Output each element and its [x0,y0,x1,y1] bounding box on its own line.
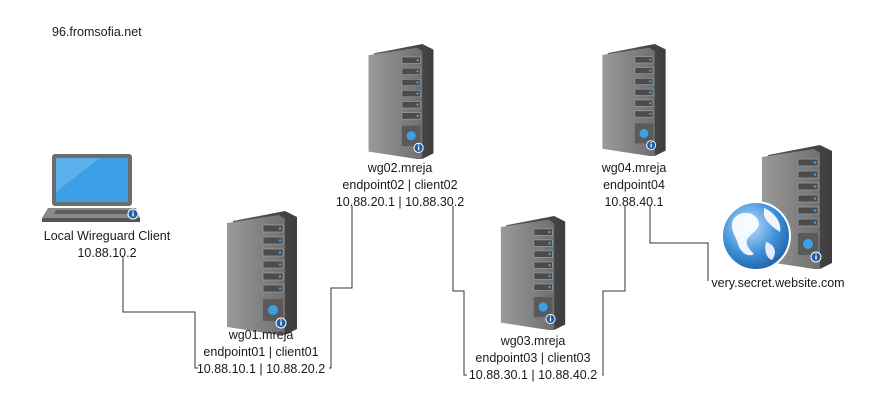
wg01-role: endpoint01 | client01 [203,345,319,359]
server-icon-wg03 [500,216,566,330]
wg03-label: wg03.mreja endpoint03 | client03 10.88.3… [458,333,608,384]
website-label: very.secret.website.com [700,275,856,292]
link-wg01-wg02 [329,206,353,369]
laptop-icon [42,154,140,222]
website-domain: very.secret.website.com [711,276,845,290]
wg02-role: endpoint02 | client02 [342,178,458,192]
link-wg04-website [649,206,709,281]
wg02-label: wg02.mreja endpoint02 | client02 10.88.2… [325,160,475,211]
diagram-title: 96.fromsofia.net [52,25,142,39]
link-wg02-wg03 [452,206,467,376]
client-ip: 10.88.10.2 [77,246,137,260]
server-icon-wg01 [226,211,298,335]
wg04-label: wg04.mreja endpoint04 10.88.40.1 [564,160,704,211]
wg01-ips: 10.88.10.1 | 10.88.20.2 [196,362,326,376]
wg01-name: wg01.mreja [228,328,294,342]
client-label: Local Wireguard Client 10.88.10.2 [22,228,192,262]
wg03-role: endpoint03 | client03 [475,351,591,365]
wg04-role: endpoint04 [603,178,665,192]
wg03-name: wg03.mreja [500,334,566,348]
server-icon-wg02 [368,44,434,159]
wg04-name: wg04.mreja [601,161,667,175]
wg02-name: wg02.mreja [367,161,433,175]
client-name: Local Wireguard Client [43,229,171,243]
wg02-ips: 10.88.20.1 | 10.88.30.2 [335,195,465,209]
wg04-ip: 10.88.40.1 [604,195,664,209]
connector-lines [122,206,709,376]
server-icon-wg04 [601,44,667,156]
wg01-label: wg01.mreja endpoint01 | client01 10.88.1… [186,327,336,378]
link-wg03-wg04 [602,206,626,376]
link-client-wg01 [122,256,198,369]
wg03-ips: 10.88.30.1 | 10.88.40.2 [468,368,598,382]
globe-icon [721,201,791,271]
